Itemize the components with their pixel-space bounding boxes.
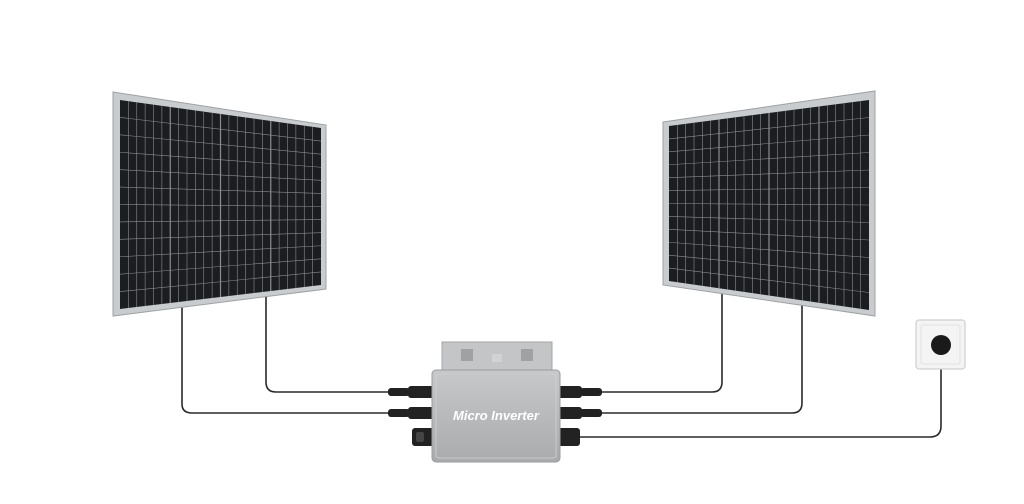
cable-right-panel-b: [598, 303, 803, 414]
cable-left-panel-a: [181, 305, 392, 414]
connector-right-lower: [556, 407, 602, 419]
solar-panel-right-cell-grid: [669, 101, 869, 309]
connector-ground-left: [412, 428, 434, 446]
solar-panel-left-cell-grid: [120, 101, 321, 308]
inverter-body: [431, 369, 561, 463]
connector-right-upper: [556, 386, 602, 398]
cable-right-panel-a: [598, 290, 723, 393]
connector-left-lower: [388, 407, 434, 419]
micro-inverter-icon: Micro Inverter: [431, 341, 561, 463]
solar-panel-left: [112, 91, 327, 317]
cable-left-panel-b: [265, 292, 392, 393]
solar-panel-right: [662, 90, 876, 317]
connector-ac-output: [558, 428, 580, 446]
cable-to-outlet: [578, 352, 942, 438]
outlet-socket: [931, 335, 951, 355]
connectors: [388, 386, 602, 446]
connector-left-upper: [388, 386, 434, 398]
inverter-label: Micro Inverter: [453, 408, 540, 423]
cables: [181, 290, 942, 438]
wall-outlet-icon: [915, 319, 966, 370]
